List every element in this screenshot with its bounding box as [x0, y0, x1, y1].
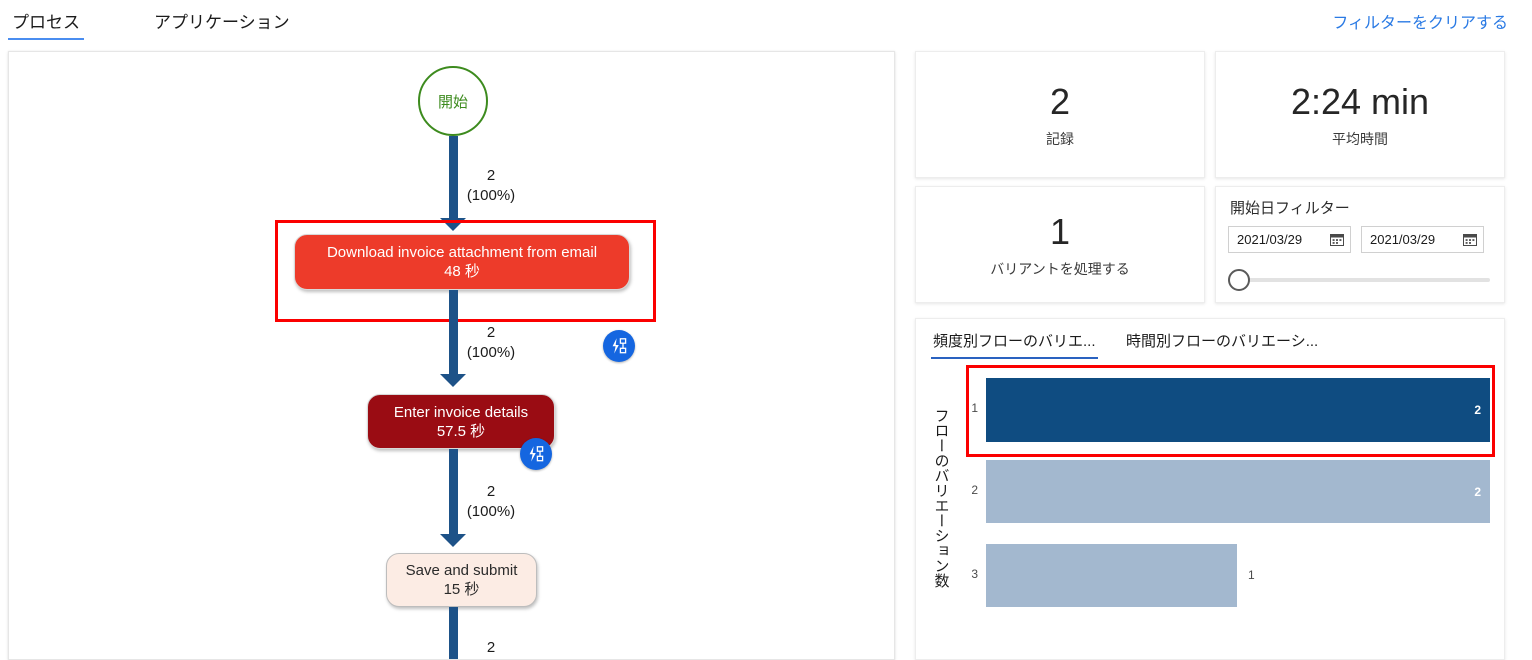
start-date-filter-title: 開始日フィルター: [1230, 200, 1350, 217]
kpi-average-time-label: 平均時間: [1332, 130, 1388, 147]
edge-1-count: 2: [486, 167, 496, 184]
process-node-3-label: Save and submit: [405, 562, 518, 579]
kpi-records-value: 2: [1049, 80, 1071, 122]
process-node-1-duration: 48 秒: [444, 263, 480, 280]
flow-automation-icon[interactable]: [520, 438, 552, 470]
kpi-card-average-time: 2:24 min 平均時間: [1215, 51, 1505, 178]
chart-y-axis-title: フローのバリエーション数: [932, 408, 950, 588]
chart-bar[interactable]: [986, 544, 1237, 607]
process-node-save-and-submit[interactable]: Save and submit 15 秒: [386, 553, 537, 607]
slider-handle[interactable]: [1228, 269, 1250, 291]
process-graph: 開始 2 (100%) Download invoice attachment …: [9, 52, 894, 659]
flow-variation-panel: 頻度別フローのバリエ... 時間別フローのバリエーシ... フローのバリエーショ…: [915, 318, 1505, 660]
kpi-average-time-value: 2:24 min: [1290, 80, 1430, 122]
edge-node3-to-end-label: 2: [465, 638, 517, 658]
process-node-3-duration: 15 秒: [443, 581, 480, 598]
edge-start-to-node1: [449, 136, 458, 222]
chart-bar-value: 1: [1248, 568, 1255, 582]
tab-application[interactable]: アプリケーション: [150, 6, 294, 40]
top-tab-bar: プロセス アプリケーション フィルターをクリアする: [0, 0, 1532, 44]
edge-node1-to-node2: [449, 290, 458, 378]
tab-variation-by-frequency[interactable]: 頻度別フローのバリエ...: [931, 328, 1098, 359]
flow-automation-icon[interactable]: [603, 330, 635, 362]
graph-start-node[interactable]: 開始: [418, 66, 488, 136]
chart-bar-value: 2: [1474, 484, 1481, 499]
clear-filter-link[interactable]: フィルターをクリアする: [1332, 15, 1508, 32]
graph-start-node-label: 開始: [437, 93, 468, 111]
start-date-filter-card: 開始日フィルター 2021/03/29 2021/: [1215, 186, 1505, 303]
edge-4-count: 2: [486, 639, 496, 656]
slider-track: [1234, 278, 1490, 282]
tab-process[interactable]: プロセス: [8, 6, 84, 40]
tab-process-label: プロセス: [12, 13, 80, 32]
chart-bar-row[interactable]: 2 2: [960, 460, 1500, 523]
edge-node1-to-node2-label: 2 (100%): [465, 323, 517, 363]
tab-variation-by-frequency-label: 頻度別フローのバリエ...: [933, 333, 1096, 350]
chart-selected-bar-highlight: [966, 365, 1495, 457]
start-date-range-slider[interactable]: [1228, 267, 1492, 293]
calendar-icon[interactable]: [1330, 233, 1344, 246]
chart-bar-row[interactable]: 3 1: [960, 544, 1500, 607]
process-map-canvas[interactable]: 開始 2 (100%) Download invoice attachment …: [8, 51, 895, 660]
edge-2-percent: (100%): [466, 344, 516, 361]
kpi-process-variants-value: 1: [1049, 210, 1071, 252]
kpi-records-label: 記録: [1046, 130, 1074, 147]
chart-bar[interactable]: 2: [986, 460, 1490, 523]
edge-node1-to-node2-arrow: [440, 374, 466, 387]
kpi-process-variants-label: バリアントを処理する: [990, 260, 1130, 277]
tab-variation-by-time[interactable]: 時間別フローのバリエーシ...: [1124, 328, 1320, 359]
tab-application-label: アプリケーション: [154, 13, 290, 32]
selected-node-highlight: [275, 220, 656, 322]
process-node-enter-invoice-details[interactable]: Enter invoice details 57.5 秒: [367, 394, 555, 449]
chart-bar-row[interactable]: 1 2: [960, 378, 1500, 442]
chart-bar-category: 2: [971, 483, 978, 497]
start-date-to-value: 2021/03/29: [1370, 232, 1436, 247]
edge-node2-to-node3: [449, 449, 458, 538]
edge-node2-to-node3-arrow: [440, 534, 466, 547]
process-node-1-label: Download invoice attachment from email: [326, 244, 598, 261]
start-date-filter-inputs: 2021/03/29 2021/03/29: [1228, 226, 1492, 253]
process-node-download-invoice-attachment-from-email[interactable]: Download invoice attachment from email 4…: [294, 234, 630, 290]
edge-node3-to-end: [449, 607, 458, 659]
kpi-card-process-variants: 1 バリアントを処理する: [915, 186, 1205, 303]
edge-3-count: 2: [486, 483, 496, 500]
start-date-from-value: 2021/03/29: [1237, 232, 1303, 247]
process-node-2-label: Enter invoice details: [393, 403, 529, 421]
chart-bar-value: 2: [1474, 403, 1481, 417]
edge-3-percent: (100%): [466, 503, 516, 520]
flow-variation-tabs: 頻度別フローのバリエ... 時間別フローのバリエーシ...: [916, 319, 1504, 359]
start-date-from-input[interactable]: 2021/03/29: [1228, 226, 1351, 253]
flow-variation-bar-chart: フローのバリエーション数 1 2 2 2 3 1: [916, 361, 1506, 660]
calendar-icon[interactable]: [1463, 233, 1477, 246]
process-node-2-duration: 57.5 秒: [436, 422, 486, 440]
edge-2-count: 2: [486, 324, 496, 341]
edge-1-percent: (100%): [466, 187, 516, 204]
chart-bar-category: 3: [971, 567, 978, 581]
edge-start-to-node1-label: 2 (100%): [465, 166, 517, 206]
tab-variation-by-time-label: 時間別フローのバリエーシ...: [1126, 333, 1319, 350]
kpi-card-records: 2 記録: [915, 51, 1205, 178]
start-date-to-input[interactable]: 2021/03/29: [1361, 226, 1484, 253]
edge-node2-to-node3-label: 2 (100%): [465, 482, 517, 522]
chart-bar-category: 1: [971, 401, 978, 415]
chart-bar[interactable]: 2: [986, 378, 1490, 442]
